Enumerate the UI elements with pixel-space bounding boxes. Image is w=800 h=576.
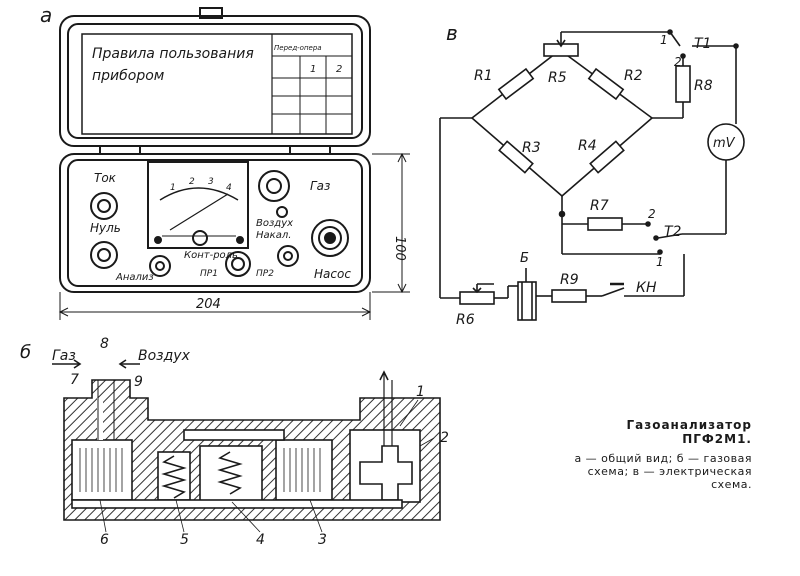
label-r8: R8 bbox=[694, 78, 713, 94]
label-vozduh-inlet: Воздух bbox=[138, 348, 191, 364]
lid-rules-line1: Правила пользования bbox=[92, 46, 254, 62]
num-6: 6 bbox=[100, 532, 109, 548]
label-r3: R3 bbox=[522, 140, 541, 156]
pr2-knob bbox=[277, 245, 299, 267]
hinge-right bbox=[289, 145, 331, 155]
instrument-base: 1 2 3 4 Ток Нуль Анализ bbox=[59, 153, 371, 293]
instrument-lid: Правила пользования прибором Перед-опера… bbox=[59, 7, 371, 147]
vozduh-knob bbox=[276, 206, 288, 218]
filter-6 bbox=[79, 448, 123, 492]
caption-desc-line3: схема. bbox=[711, 478, 752, 491]
label-r4: R4 bbox=[578, 138, 597, 154]
resistor-r3 bbox=[498, 140, 534, 174]
label-r6: R6 bbox=[456, 312, 475, 328]
caption-title-line1: Газоанализатор bbox=[626, 418, 752, 432]
lid-table-header: Перед-опера bbox=[274, 44, 322, 52]
tok-knob bbox=[90, 192, 118, 220]
resistor-r4 bbox=[589, 140, 625, 174]
dim-height-label: 100 bbox=[392, 236, 407, 261]
label-sw-2b: 2 bbox=[648, 207, 656, 221]
label-r5: R5 bbox=[548, 70, 567, 86]
meter-tick-2: 2 bbox=[189, 177, 195, 187]
panel-v-marker: в bbox=[446, 21, 458, 45]
label-r9: R9 bbox=[560, 272, 579, 288]
label-t1: T1 bbox=[694, 36, 711, 52]
hinge-left bbox=[99, 145, 141, 155]
nasos-knob bbox=[311, 219, 349, 257]
label-r2: R2 bbox=[624, 68, 643, 84]
meter-adjust bbox=[192, 230, 208, 246]
chamber-5 bbox=[157, 451, 191, 501]
label-nasos: Насос bbox=[314, 267, 351, 281]
label-r1: R1 bbox=[474, 68, 493, 84]
label-vozduh: Воздух bbox=[256, 218, 293, 229]
num-7: 7 bbox=[70, 372, 79, 388]
caption-desc-line2: схема; в — электрическая bbox=[587, 465, 752, 478]
dimension-width: 204 bbox=[58, 292, 372, 320]
meter-window bbox=[147, 161, 249, 249]
spring-5 bbox=[161, 455, 187, 499]
resistor-r6 bbox=[459, 291, 495, 305]
num-2: 2 bbox=[440, 430, 449, 446]
dim-width-label: 204 bbox=[196, 297, 221, 312]
gaz-knob bbox=[258, 170, 290, 202]
label-pr1: ПР1 bbox=[200, 269, 218, 279]
label-sw-2a: 2 bbox=[674, 55, 682, 69]
label-sw-1b: 1 bbox=[656, 255, 664, 269]
filter-3 bbox=[283, 448, 321, 492]
label-t2: T2 bbox=[664, 224, 682, 240]
meter-tick-1: 1 bbox=[170, 183, 176, 193]
spring-4 bbox=[217, 451, 243, 495]
panel-b-marker: б bbox=[20, 342, 31, 363]
resistor-r9 bbox=[551, 289, 587, 303]
resistor-r8 bbox=[675, 65, 691, 103]
dimension-height: 100 bbox=[372, 152, 410, 294]
num-3: 3 bbox=[318, 532, 327, 548]
label-nakal: Накал. bbox=[256, 230, 291, 241]
meter-tick-3: 3 bbox=[208, 177, 214, 187]
label-kn: КН bbox=[636, 280, 657, 296]
label-analiz: Анализ bbox=[115, 272, 154, 283]
label-kontrol: Конт-роль bbox=[184, 250, 238, 261]
label-gaz-inlet: Газ bbox=[52, 348, 76, 364]
resistor-r2 bbox=[587, 67, 625, 101]
lid-rules-line2: прибором bbox=[92, 68, 165, 84]
label-r7: R7 bbox=[590, 198, 609, 214]
resistor-r7 bbox=[587, 217, 623, 231]
nul-knob bbox=[90, 241, 118, 269]
label-gaz: Газ bbox=[310, 179, 330, 193]
label-nul: Нуль bbox=[90, 221, 121, 235]
num-4: 4 bbox=[256, 532, 265, 548]
num-1: 1 bbox=[416, 384, 425, 400]
panel-a-marker: а bbox=[40, 3, 52, 27]
button-kn bbox=[601, 287, 625, 297]
caption-desc-line1: а — общий вид; б — газовая bbox=[574, 452, 752, 465]
switch-t2 bbox=[657, 233, 683, 239]
panel-v-circuit: в bbox=[439, 21, 745, 328]
label-mv: mV bbox=[713, 136, 736, 151]
resistor-r1 bbox=[497, 67, 535, 101]
caption-title-line2: ПГФ2М1. bbox=[682, 432, 752, 446]
figure-caption: Газоанализатор ПГФ2М1. а — общий вид; б … bbox=[470, 418, 752, 491]
battery-b bbox=[517, 281, 537, 321]
meter-tick-4: 4 bbox=[226, 183, 232, 193]
pr1-knob bbox=[225, 251, 251, 277]
lid-table-col1: 1 bbox=[310, 64, 316, 75]
num-5: 5 bbox=[180, 532, 189, 548]
num-9: 9 bbox=[134, 374, 143, 390]
label-tok: Ток bbox=[94, 171, 117, 185]
chamber-6 bbox=[71, 439, 133, 501]
analiz-knob bbox=[149, 255, 171, 277]
label-battery: Б bbox=[520, 251, 529, 266]
panel-b-gas-scheme: б Газ Воздух bbox=[20, 336, 449, 548]
label-sw-1a: 1 bbox=[660, 33, 668, 47]
lid-table-col2: 2 bbox=[336, 64, 342, 75]
panel-a-instrument: а Правила пользования прибором Перед-опе… bbox=[40, 3, 410, 320]
chamber-3 bbox=[275, 439, 333, 501]
label-pr2: ПР2 bbox=[256, 269, 274, 279]
num-8: 8 bbox=[100, 336, 109, 352]
